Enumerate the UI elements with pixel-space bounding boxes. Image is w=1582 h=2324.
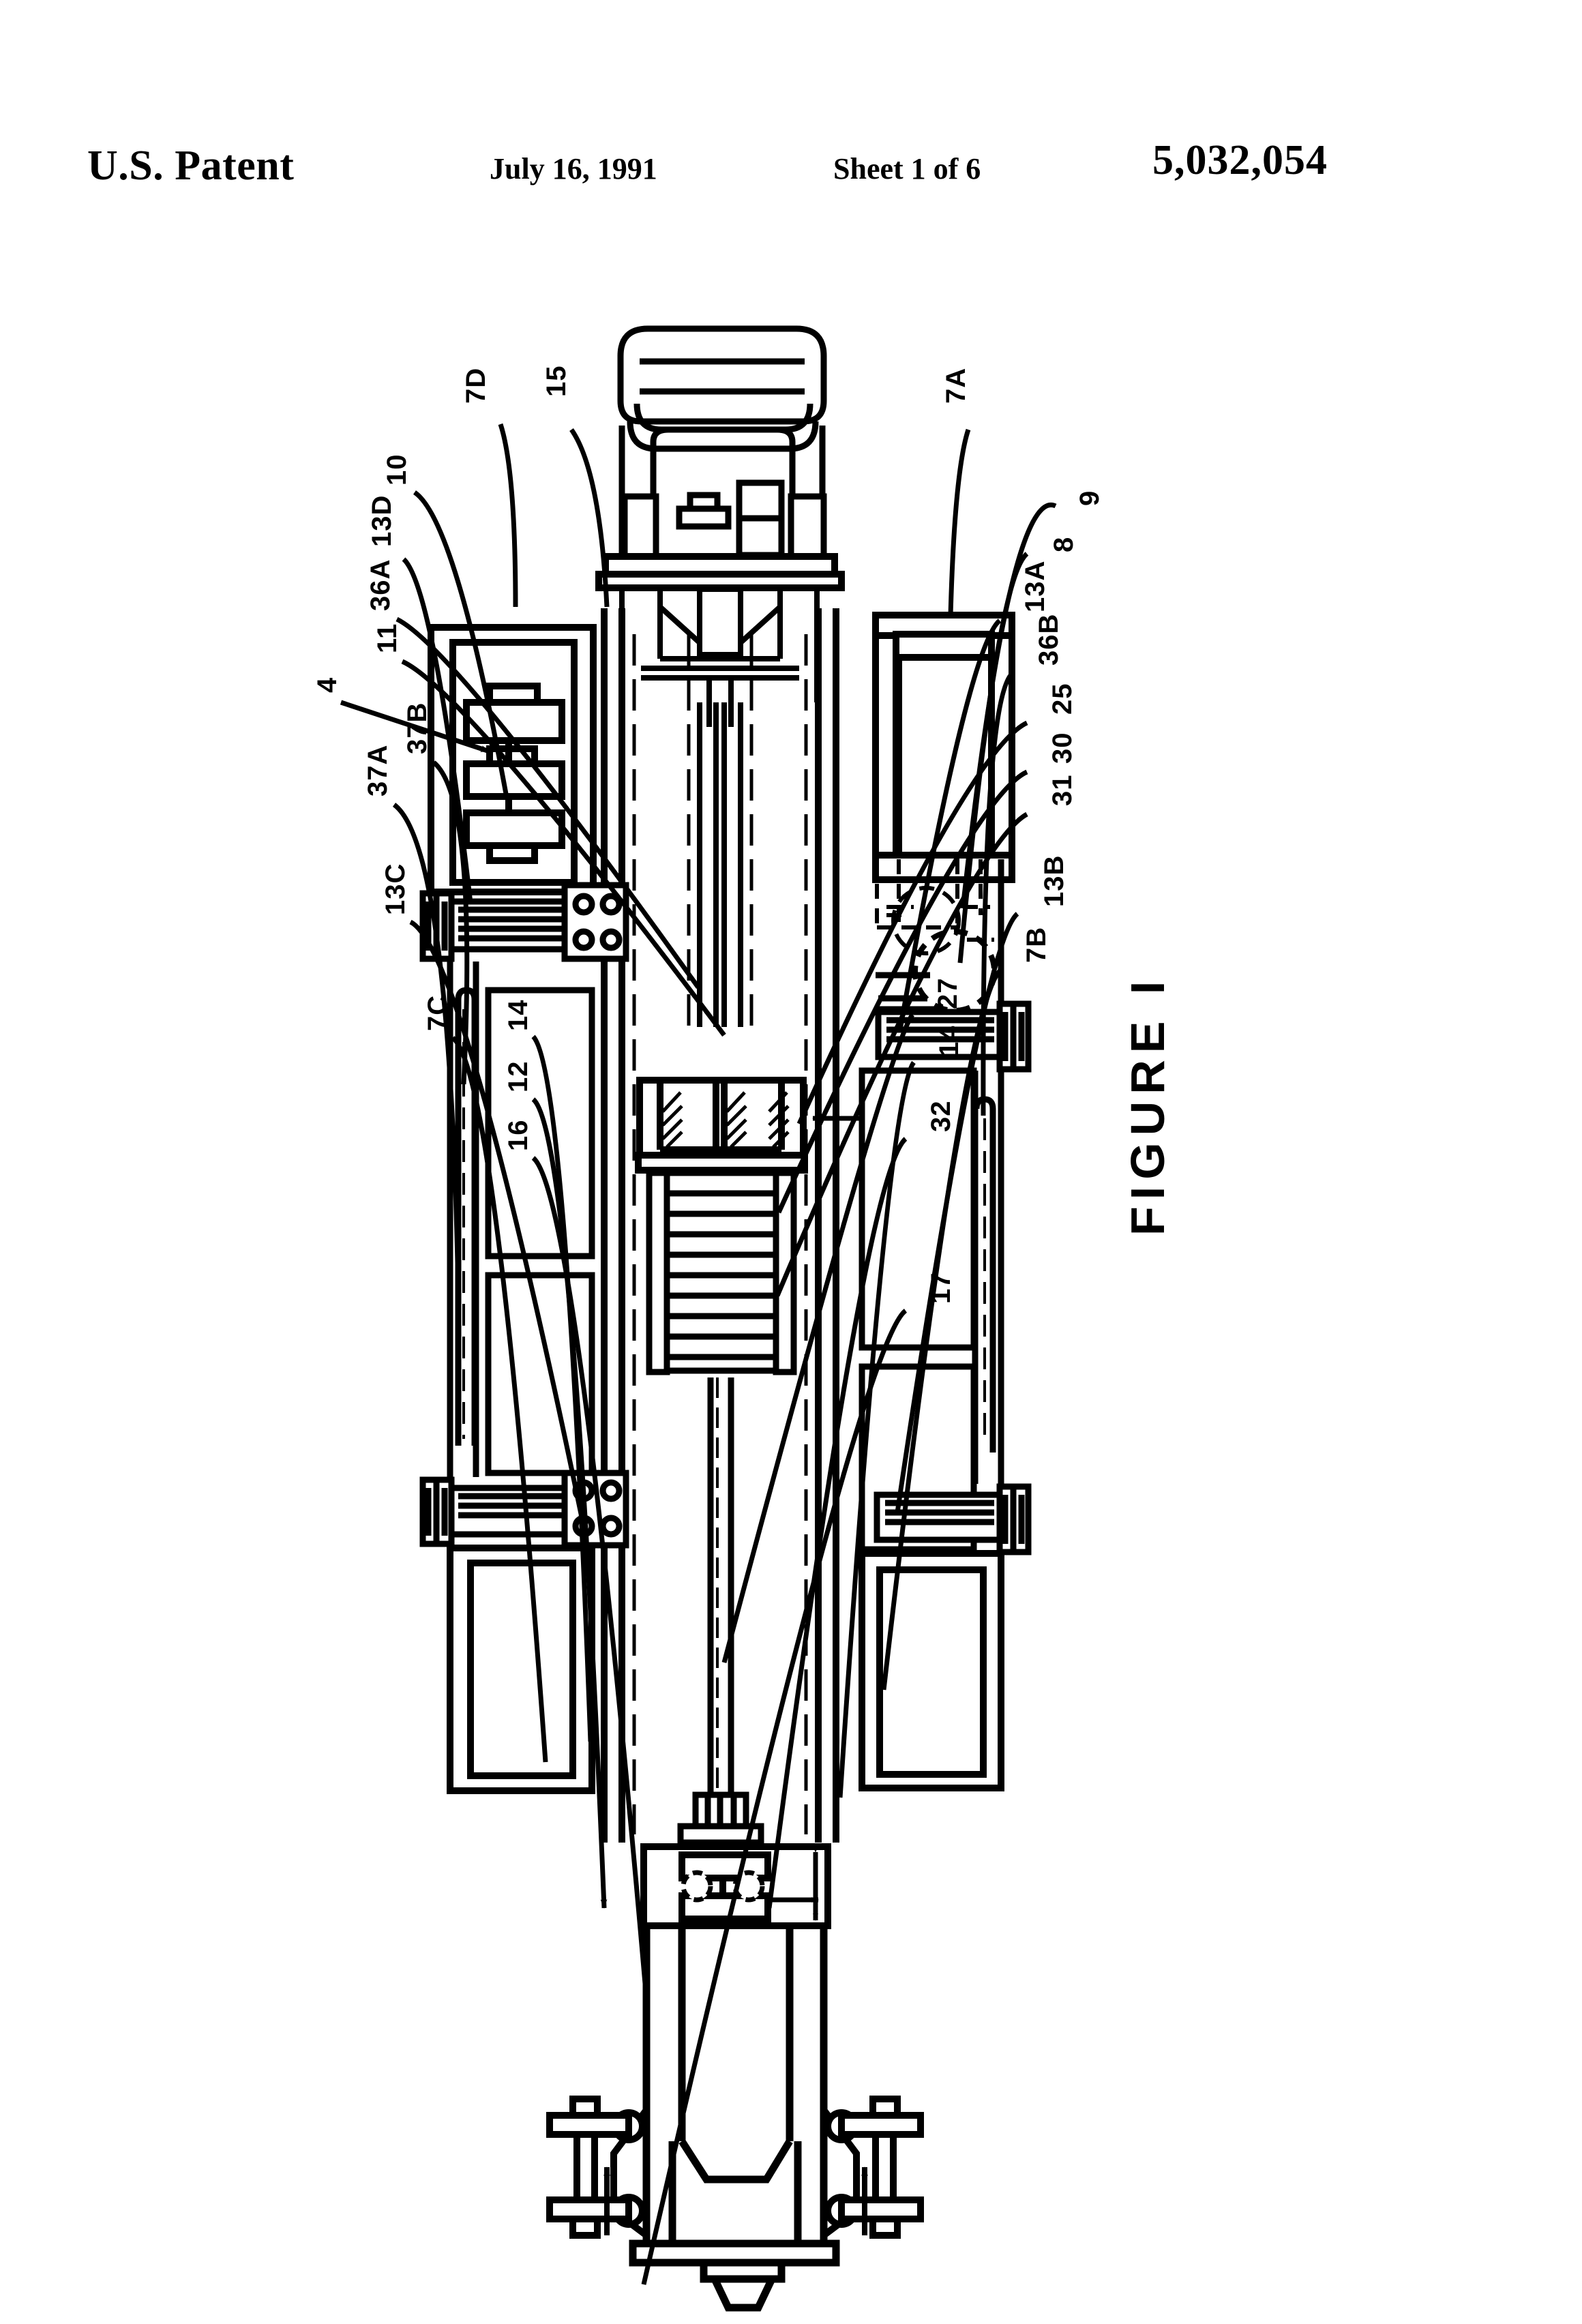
patent-date: July 16, 1991 [490, 152, 657, 185]
ref-label-4: 4 [312, 676, 342, 693]
lower-workpiece-16 [642, 1926, 828, 2244]
left-upper-guide-7D [428, 624, 597, 895]
patent-figure-svg [340, 325, 1057, 2312]
machine-head-housing [617, 325, 827, 452]
head-mounting-flange [595, 553, 845, 591]
ref-label-7C: 7C [423, 994, 453, 1031]
base-plate-17 [629, 2239, 840, 2312]
patent-office-label: U.S. Patent [87, 143, 295, 189]
right-lower-box-7B [859, 1550, 1004, 1791]
ref-label-10: 10 [382, 453, 412, 486]
left-lower-box-7C [447, 1545, 595, 1794]
ref-label-37A: 37A [363, 744, 393, 796]
ref-label-16: 16 [503, 1119, 533, 1152]
ref-label-36A: 36A [365, 558, 395, 611]
ref-label-14-left: 14 [503, 999, 533, 1032]
patent-header: U.S. Patent July 16, 1991 Sheet 1 of 6 5… [0, 0, 1582, 225]
ref-label-13D: 13D [367, 494, 397, 547]
ref-label-7B: 7B [1021, 926, 1051, 963]
ref-label-7A: 7A [941, 367, 971, 404]
ref-label-13B: 13B [1039, 854, 1069, 907]
ref-label-32: 32 [926, 1100, 956, 1133]
ref-label-7D: 7D [461, 367, 491, 404]
ref-label-37B: 37B [402, 702, 432, 754]
patent-number: 5,032,054 [1152, 137, 1328, 183]
left-base-bracket [546, 2096, 649, 2239]
ref-label-14-right: 14 [934, 1025, 964, 1058]
ref-label-13C: 13C [380, 863, 411, 915]
ref-label-9: 9 [1075, 490, 1105, 506]
head-subhousing [618, 426, 827, 560]
ref-label-11: 11 [372, 623, 402, 653]
ref-label-36B: 36B [1034, 613, 1064, 666]
head-bracing [619, 586, 820, 727]
ref-label-8: 8 [1049, 536, 1079, 552]
ref-label-31: 31 [1047, 774, 1077, 807]
figure-drawing-area: 7D 15 7A 10 9 13D 8 36A 13A 11 36B 4 25 … [0, 225, 1582, 2324]
section-hatching [661, 1091, 790, 1148]
right-upper-guide-7A [872, 612, 1015, 883]
lower-ram-rod [677, 1377, 764, 1846]
ref-label-30: 30 [1047, 732, 1077, 764]
ref-label-27: 27 [933, 977, 963, 1010]
plate-stack [646, 1170, 797, 1375]
ref-label-15: 15 [541, 365, 571, 398]
ref-label-12: 12 [503, 1060, 533, 1093]
right-base-bracket [821, 2096, 924, 2239]
ref-label-17: 17 [926, 1272, 956, 1305]
sheet-number: Sheet 1 of 6 [833, 152, 981, 185]
ref-label-25: 25 [1047, 683, 1077, 715]
leader-lines [340, 423, 1057, 2285]
figure-caption: FIGURE I [1121, 974, 1174, 1236]
ram-shaft [697, 702, 743, 1027]
ref-label-13A: 13A [1020, 560, 1050, 612]
left-bearing-13D [419, 882, 629, 962]
left-long-rail [447, 962, 595, 1477]
main-column-frame [601, 608, 839, 1843]
